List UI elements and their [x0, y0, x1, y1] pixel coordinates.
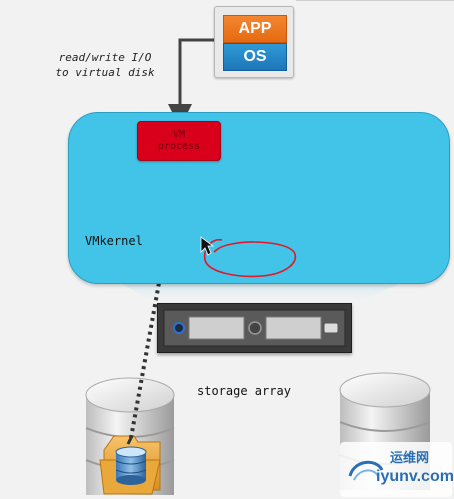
disk-io-path-tail — [126, 437, 133, 445]
vm-process-line1: VM — [172, 129, 186, 140]
vmkernel-block — [68, 112, 450, 284]
vm-process-line2: process — [157, 141, 201, 152]
app-os-stack: APP OS — [214, 6, 294, 78]
watermark-backdrop — [340, 442, 452, 497]
watermark-logo-icon — [348, 460, 384, 481]
vmkernel-label: VMkernel — [85, 234, 143, 248]
os-label: OS — [223, 43, 287, 71]
kernel-glow — [118, 282, 404, 304]
io-annotation: read/write I/O to virtual disk — [30, 50, 180, 80]
drive-bay-icon — [265, 316, 322, 340]
watermark-url[interactable]: iyunv.com — [376, 468, 454, 485]
array-knob-icon — [248, 321, 262, 335]
database-icon — [115, 446, 147, 485]
power-button-icon — [173, 322, 185, 334]
vm-process-box: VM process — [137, 121, 221, 161]
array-faceplate — [163, 309, 346, 347]
drive-bay-icon — [188, 316, 245, 340]
io-annotation-line2: to virtual disk — [55, 66, 155, 79]
io-annotation-line1: read/write I/O — [58, 51, 152, 64]
top-divider — [296, 0, 454, 1]
watermark-cn: 运维网 — [390, 451, 430, 466]
storage-array-unit — [157, 303, 352, 353]
indicator-icon — [323, 322, 339, 334]
storage-array-label: storage array — [197, 384, 291, 398]
app-label: APP — [223, 15, 287, 43]
io-arrow — [168, 38, 214, 128]
